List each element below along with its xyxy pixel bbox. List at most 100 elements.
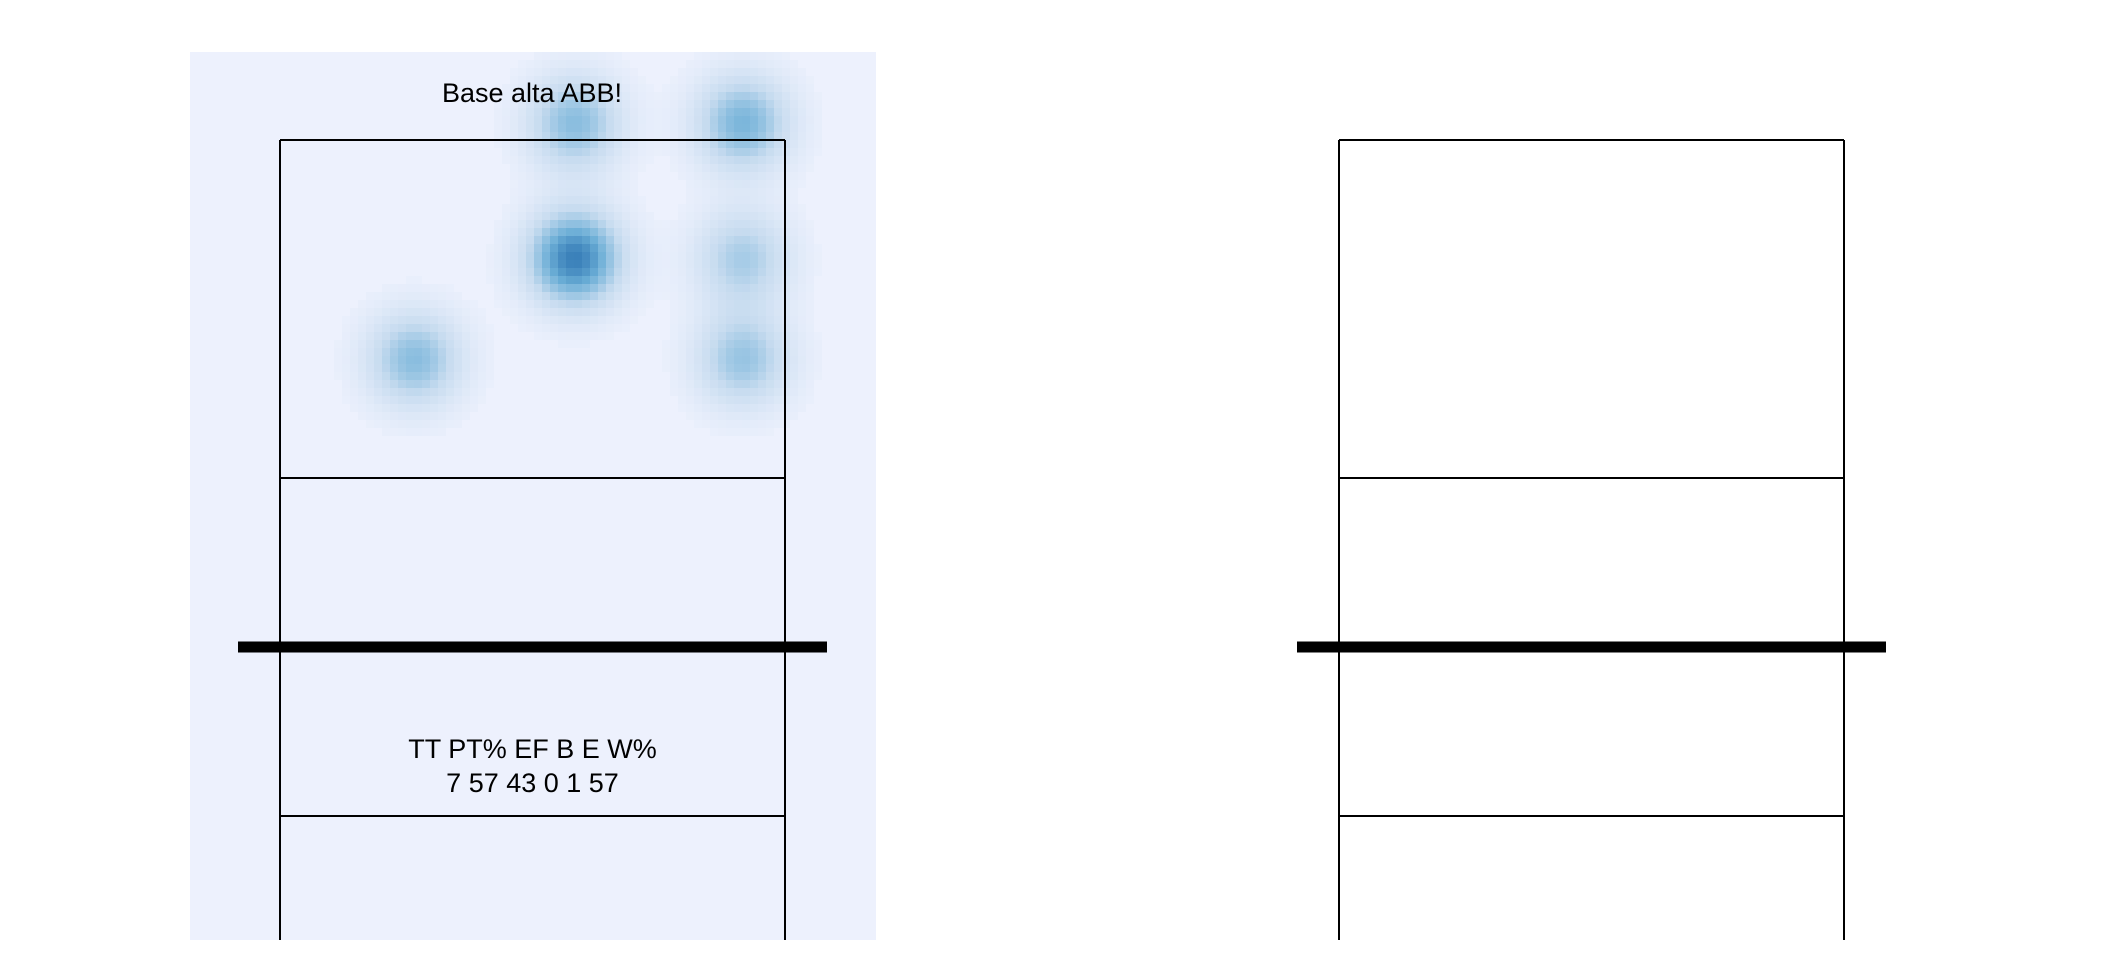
- heatmap-cell: [798, 332, 806, 340]
- heatmap-cell: [598, 204, 606, 212]
- heatmap-cell: [806, 164, 814, 172]
- heatmap-cell: [670, 300, 678, 308]
- heatmap-cell: [630, 148, 638, 156]
- heatmap-cell: [702, 268, 710, 276]
- heatmap-cell: [694, 308, 702, 316]
- heatmap-cell: [390, 308, 398, 316]
- heatmap-cell: [710, 84, 718, 92]
- heatmap-cell: [758, 308, 766, 316]
- heatmap-cell: [806, 220, 814, 228]
- heatmap-cell: [726, 196, 734, 204]
- heatmap-cell: [798, 324, 806, 332]
- heatmap-cell: [502, 204, 510, 212]
- heatmap-cell: [406, 284, 414, 292]
- heatmap-cell: [446, 404, 454, 412]
- heatmap-cell: [750, 276, 758, 284]
- heatmap-cell: [654, 244, 662, 252]
- heatmap-cell: [606, 84, 614, 92]
- heatmap-cell: [630, 204, 638, 212]
- heatmap-cell: [526, 324, 534, 332]
- heatmap-cell: [750, 372, 758, 380]
- heatmap-cell: [734, 212, 742, 220]
- heatmap-cell: [478, 316, 486, 324]
- heatmap-panel-left: Base alta ABB! TT PT% EF B E W%7 57 43 0…: [190, 52, 876, 940]
- heatmap-cell: [582, 196, 590, 204]
- heatmap-cell: [518, 124, 526, 132]
- heatmap-cell: [726, 84, 734, 92]
- heatmap-cell: [510, 300, 518, 308]
- heatmap-cell: [350, 340, 358, 348]
- heatmap-cell: [750, 380, 758, 388]
- heatmap-cell: [622, 292, 630, 300]
- heatmap-cell: [606, 188, 614, 196]
- heatmap-cell: [550, 292, 558, 300]
- heatmap-cell: [726, 180, 734, 188]
- heatmap-cell: [662, 364, 670, 372]
- heatmap-cell: [798, 340, 806, 348]
- heatmap-cell: [614, 276, 622, 284]
- heatmap-cell: [502, 300, 510, 308]
- heatmap-cell: [734, 148, 742, 156]
- heatmap-cell: [550, 148, 558, 156]
- heatmap-cell: [662, 124, 670, 132]
- heatmap-cell: [630, 164, 638, 172]
- heatmap-cell: [542, 52, 550, 60]
- heatmap-cell: [614, 196, 622, 204]
- heatmap-cell: [574, 308, 582, 316]
- heatmap-cell: [686, 68, 694, 76]
- heatmap-cell: [686, 188, 694, 196]
- heatmap-cell: [750, 260, 758, 268]
- heatmap-cell: [742, 356, 750, 364]
- heatmap-cell: [414, 404, 422, 412]
- heatmap-cell: [710, 100, 718, 108]
- heatmap-cell: [670, 380, 678, 388]
- heatmap-cell: [606, 172, 614, 180]
- heatmap-cell: [558, 68, 566, 76]
- heatmap-cell: [758, 84, 766, 92]
- heatmap-cell: [566, 300, 574, 308]
- heatmap-cell: [566, 148, 574, 156]
- heatmap-cell: [710, 108, 718, 116]
- heatmap-cell: [678, 84, 686, 92]
- heatmap-cell: [422, 364, 430, 372]
- heatmap-cell: [502, 116, 510, 124]
- heatmap-cell: [646, 252, 654, 260]
- heatmap-cell: [566, 60, 574, 68]
- heatmap-cell: [582, 308, 590, 316]
- heatmap-cell: [574, 60, 582, 68]
- heatmap-cell: [358, 364, 366, 372]
- heatmap-cell: [558, 156, 566, 164]
- heatmap-cell: [806, 148, 814, 156]
- heatmap-cell: [750, 244, 758, 252]
- heatmap-cell: [438, 332, 446, 340]
- heatmap-cell: [686, 284, 694, 292]
- heatmap-cell: [614, 212, 622, 220]
- heatmap-cell: [566, 100, 574, 108]
- heatmap-cell: [486, 380, 494, 388]
- heatmap-cell: [550, 212, 558, 220]
- heatmap-cell: [454, 380, 462, 388]
- heatmap-cell: [750, 228, 758, 236]
- heatmap-cell: [766, 356, 774, 364]
- heatmap-cell: [590, 132, 598, 140]
- heatmap-cell: [782, 76, 790, 84]
- heatmap-cell: [750, 340, 758, 348]
- heatmap-cell: [582, 100, 590, 108]
- heatmap-cell: [390, 324, 398, 332]
- heatmap-cell: [798, 316, 806, 324]
- heatmap-cell: [366, 308, 374, 316]
- heatmap-cell: [638, 196, 646, 204]
- heatmap-cell: [758, 148, 766, 156]
- heatmap-cell: [726, 268, 734, 276]
- heatmap-cell: [542, 332, 550, 340]
- chart-title: Base alta ABB!: [442, 78, 622, 108]
- heatmap-cell: [382, 292, 390, 300]
- heatmap-cell: [558, 164, 566, 172]
- heatmap-cell: [750, 412, 758, 420]
- heatmap-cell: [598, 188, 606, 196]
- heatmap-cell: [574, 140, 582, 148]
- heatmap-cell: [798, 388, 806, 396]
- heatmap-cell: [774, 60, 782, 68]
- heatmap-cell: [806, 108, 814, 116]
- heatmap-cell: [758, 68, 766, 76]
